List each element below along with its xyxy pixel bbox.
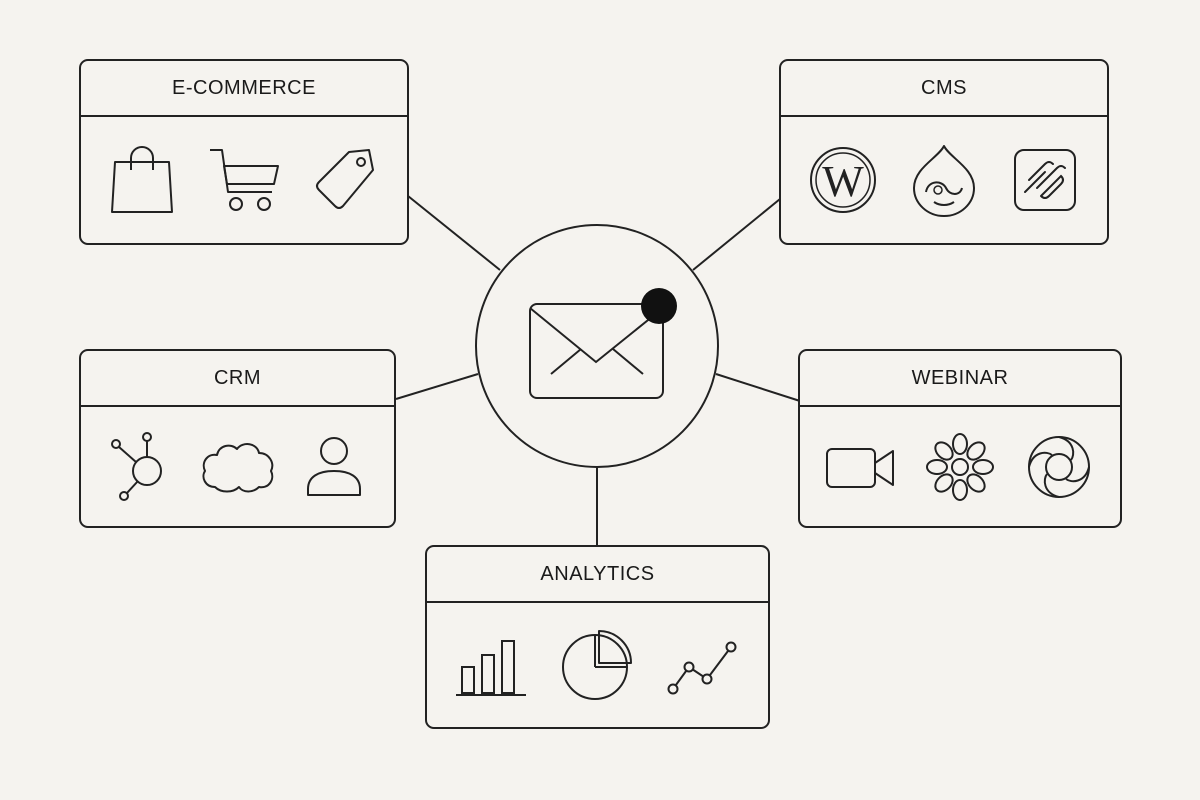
group-icons — [800, 407, 1120, 526]
squarespace-icon — [1013, 149, 1076, 211]
pie-chart-icon — [562, 630, 633, 700]
group-icons — [81, 117, 407, 243]
group-icons — [427, 603, 768, 727]
email-hub — [475, 224, 719, 468]
connector-ecommerce — [407, 195, 501, 271]
group-ecommerce: E-COMMERCE — [79, 59, 409, 245]
mail-notification-icon — [529, 288, 677, 399]
group-title: WEBINAR — [800, 351, 1120, 407]
notification-dot — [641, 288, 677, 324]
hubspot-icon — [111, 431, 163, 501]
shopping-bag-icon — [111, 146, 174, 213]
zoom-flower-icon — [925, 432, 994, 501]
group-icons — [81, 407, 394, 526]
group-cms: CMS W — [779, 59, 1109, 245]
group-title: E-COMMERCE — [81, 61, 407, 117]
aperture-icon — [1027, 435, 1090, 498]
group-analytics: ANALYTICS — [425, 545, 770, 729]
connector-crm — [395, 373, 479, 400]
group-icons: W — [781, 117, 1107, 243]
group-title: ANALYTICS — [427, 547, 768, 603]
group-title: CRM — [81, 351, 394, 407]
video-camera-icon — [826, 447, 895, 488]
line-chart-icon — [667, 641, 737, 695]
group-webinar: WEBINAR — [798, 349, 1122, 528]
user-icon — [306, 436, 361, 496]
connector-cms — [692, 198, 781, 271]
shopping-cart-icon — [209, 149, 279, 211]
svg-text:W: W — [823, 157, 865, 206]
price-tag-icon — [315, 149, 374, 209]
salesforce-cloud-icon — [202, 442, 274, 492]
group-crm: CRM — [79, 349, 396, 528]
group-title: CMS — [781, 61, 1107, 117]
connector-webinar — [715, 373, 801, 402]
wordpress-icon: W — [810, 147, 877, 213]
bar-chart-icon — [455, 640, 526, 696]
drupal-icon — [912, 145, 975, 217]
